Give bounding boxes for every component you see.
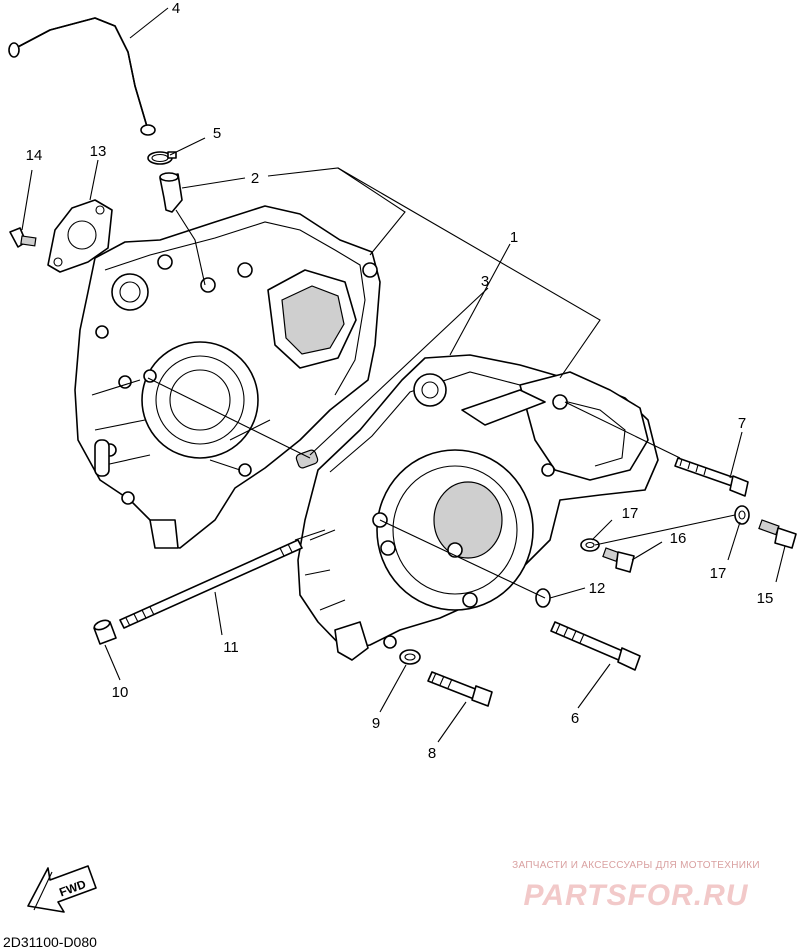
- part-16-bolt: [602, 547, 635, 573]
- part-8-bolt: [427, 671, 493, 707]
- watermark-tagline: ЗАПЧАСТИ И АКСЕССУАРЫ ДЛЯ МОТОТЕХНИКИ: [512, 860, 760, 871]
- callout-8: 8: [428, 745, 436, 762]
- callout-1: 1: [510, 229, 518, 246]
- callout-15: 15: [757, 590, 774, 607]
- callout-labels: 1 2 3 4 5 6 7 8 9 10 11 12 13 14 15 16 1…: [26, 0, 774, 762]
- fwd-arrow-icon: FWD: [27, 865, 97, 913]
- part-14-bolt: [9, 227, 37, 248]
- callout-7: 7: [738, 415, 746, 432]
- left-crankcase-half: [74, 205, 381, 549]
- right-crankcase-half: [297, 354, 659, 661]
- callout-2: 2: [251, 170, 259, 187]
- callout-13: 13: [90, 143, 107, 160]
- callout-11: 11: [223, 639, 239, 656]
- callout-3: 3: [481, 273, 489, 290]
- callout-14: 14: [26, 147, 43, 164]
- callout-16: 16: [670, 530, 687, 547]
- part-2-breather-pipe: [159, 172, 206, 286]
- callout-10: 10: [112, 684, 129, 701]
- callout-4: 4: [172, 0, 180, 17]
- part-5-hose-clamp: [147, 151, 177, 165]
- callout-17-upper: 17: [622, 505, 639, 522]
- part-6-bolt: [550, 621, 641, 671]
- callout-9: 9: [372, 715, 380, 732]
- leader-lines: [21, 7, 786, 743]
- diagram-code: 2D31100-D080: [3, 934, 97, 950]
- part-17-washer-a: [580, 538, 600, 552]
- callout-12: 12: [589, 580, 606, 597]
- part-13-plate: [47, 199, 113, 273]
- part-10-dowel-pin: [93, 619, 117, 645]
- alignment-lines: [147, 377, 736, 599]
- part-17-washer-b: [734, 505, 750, 525]
- part-12-o-ring: [535, 588, 551, 608]
- part-7-bolt: [674, 457, 749, 497]
- callout-5: 5: [213, 125, 221, 142]
- part-4-breather-hose: [8, 17, 156, 136]
- part-11-long-stud: [119, 539, 303, 629]
- part-9-washer: [399, 649, 421, 665]
- callout-6: 6: [571, 710, 579, 727]
- watermark-logo: PARTSFOR.RU: [524, 879, 749, 912]
- callout-17-lower: 17: [710, 565, 727, 582]
- watermark: ЗАПЧАСТИ И АКСЕССУАРЫ ДЛЯ МОТОТЕХНИКИ PA…: [512, 860, 760, 912]
- part-15-bolt: [758, 519, 797, 549]
